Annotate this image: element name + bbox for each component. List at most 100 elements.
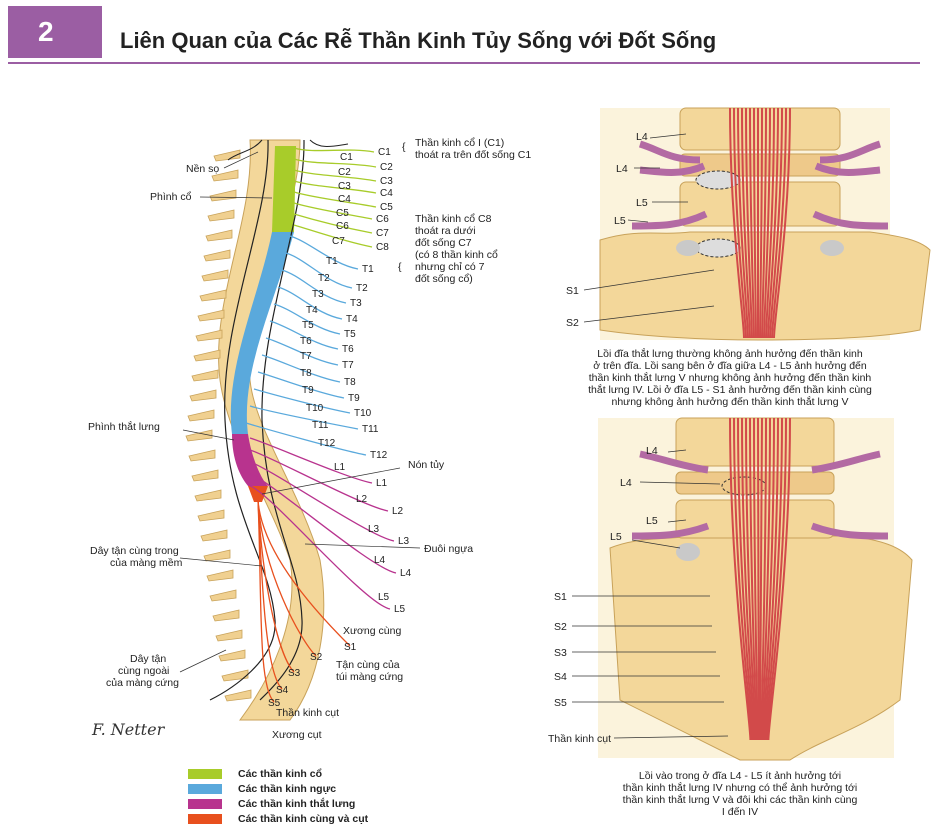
legend-label: Các thần kinh cổ [238,768,322,780]
vertebra-label-l1: L1 [334,462,346,473]
nerve-root [294,159,376,167]
vertebra-label-t8: T8 [300,368,312,379]
nerve-label-t6: T6 [342,344,354,355]
spinous-process [192,370,218,381]
label-tan-cung-1: Tận cùng của [336,659,400,671]
spinous-process [192,470,218,481]
label-day-tan-cung-ngoai-3: của màng cứng [106,677,179,689]
vertebra-label-c6: C6 [336,221,349,232]
vertebra-label-c7: C7 [332,236,345,247]
nerve-label-l1: L1 [376,478,388,489]
nerve-label-t12: T12 [370,450,388,461]
vertebra-label-t2: T2 [318,273,330,284]
panel-bottom-label-l4-a: L4 [646,445,658,457]
cauda-equina-fiber [758,418,759,740]
legend-item-cervical: Các thần kinh cổ [188,766,368,781]
legend: Các thần kinh cổ Các thần kinh ngực Các … [188,766,368,826]
nerve-root [294,181,376,193]
note-c8-line4: (có 8 thần kinh cổ [415,249,498,261]
spinous-process [198,510,224,521]
label-xuong-cung: Xương cùng [343,625,401,637]
spinous-process [206,230,232,241]
sacral-label-s1: S1 [344,642,357,653]
label-duoi-ngua: Đuôi ngựa [424,543,473,555]
nerve-label-l4: L4 [400,568,412,579]
caption-line: thắt lưng IV. Lồi ở đĩa L5 - S1 ảnh hưởn… [520,384,940,396]
panel-top-label-l4-a: L4 [636,131,648,143]
artist-signature: F. Netter [92,720,164,739]
nerve-label-t4: T4 [346,314,358,325]
label-nen-so: Nền sọ [186,163,219,175]
label-phinh-co: Phình cổ [150,191,192,203]
nerve-root [294,203,372,219]
sacral-label-s2: S2 [310,652,323,663]
note-c8-line6: đốt sống cổ) [415,273,473,285]
nerve-label-c8: C8 [376,242,389,253]
nerve-label-t1: T1 [362,264,374,275]
nerve-label-c7: C7 [376,228,389,239]
spinous-process [208,210,234,221]
caption-line: Lồi vào trong ở đĩa L4 - L5 ít ảnh hưởng… [540,770,940,782]
cord-cervical [272,146,296,232]
panel-top-label-l4-b: L4 [616,163,628,175]
panel-bottom-label-than-kinh-cut: Thần kinh cụt [548,733,611,745]
vertebra-label-t7: T7 [300,351,312,362]
panel-bottom-label-s5: S5 [554,697,567,709]
vertebra-label-c3: C3 [338,181,351,192]
spinous-process [210,590,236,601]
legend-swatch [188,784,222,794]
legend-swatch [188,814,222,824]
legend-item-sacral: Các thần kinh cùng và cụt [188,811,368,826]
nerve-label-l5: L5 [394,604,406,615]
label-xuong-cut: Xương cụt [272,729,322,741]
label-day-tan-cung-ngoai-2: cùng ngoài [118,665,169,677]
vertebra-label-c2: C2 [338,167,351,178]
sacral-label-s4: S4 [276,685,289,696]
note-c8-line2: thoát ra dưới [415,225,476,237]
label-day-tan-cung-trong-2: của màng mềm [110,557,183,569]
label-day-tan-cung-ngoai-1: Dây tận [130,653,166,665]
panel-top-label-l5-b: L5 [614,215,626,227]
nerve-label-t2: T2 [356,283,368,294]
vertebra-label-t3: T3 [312,289,324,300]
panel-top-caption: Lồi đĩa thắt lưng thường không ảnh hưởng… [520,348,940,408]
caption-line: Lồi đĩa thắt lưng thường không ảnh hưởng… [520,348,940,360]
nerve-label-t3: T3 [350,298,362,309]
panel-bottom-label-s2: S2 [554,621,567,633]
spinous-process [198,310,224,321]
note-c1-line2: thoát ra trên đốt sống C1 [415,149,531,161]
nerve-label-t9: T9 [348,393,360,404]
panel-bottom-label-s1: S1 [554,591,567,603]
nerve-label-t5: T5 [344,329,356,340]
panel-bottom-label-l5-b: L5 [610,531,622,543]
nerve-label-c5: C5 [380,202,393,213]
spinous-process [225,690,251,701]
spinous-process [189,450,215,461]
nerve-label-t11: T11 [362,424,379,435]
note-c1-line1: Thần kinh cổ I (C1) [415,137,504,149]
vertebra-label-c5: C5 [336,208,349,219]
vertebra-label-t9: T9 [302,385,314,396]
sacral-label-s5: S5 [268,698,281,709]
spinous-process [194,350,220,361]
nerve-label-l2: L2 [392,506,404,517]
vertebra-label-l4: L4 [374,555,386,566]
legend-swatch [188,799,222,809]
nerve-label-c6: C6 [376,214,389,225]
panel-top-label-s1: S1 [566,285,579,297]
panel-bottom-label-l4-b: L4 [620,477,632,489]
nerve-label-t7: T7 [342,360,354,371]
legend-label: Các thần kinh thắt lưng [238,798,355,810]
caption-line: thần kinh thắt lưng V và đôi khi các thầ… [540,794,940,806]
caption-line: I đến IV [540,806,940,818]
caption-line: thần kinh thắt lưng IV nhưng có thể ảnh … [540,782,940,794]
panel-bottom-caption: Lồi vào trong ở đĩa L4 - L5 ít ảnh hưởng… [540,770,940,818]
caption-line: thần kinh thắt lưng V nhưng không ảnh hư… [520,372,940,384]
vertebra-label-c1: C1 [340,152,353,163]
vertebra-label-l3: L3 [368,524,380,535]
spinous-process [196,330,222,341]
nerve-root [294,148,374,152]
brace-c8: { [398,261,402,273]
nerve-root [294,192,376,207]
